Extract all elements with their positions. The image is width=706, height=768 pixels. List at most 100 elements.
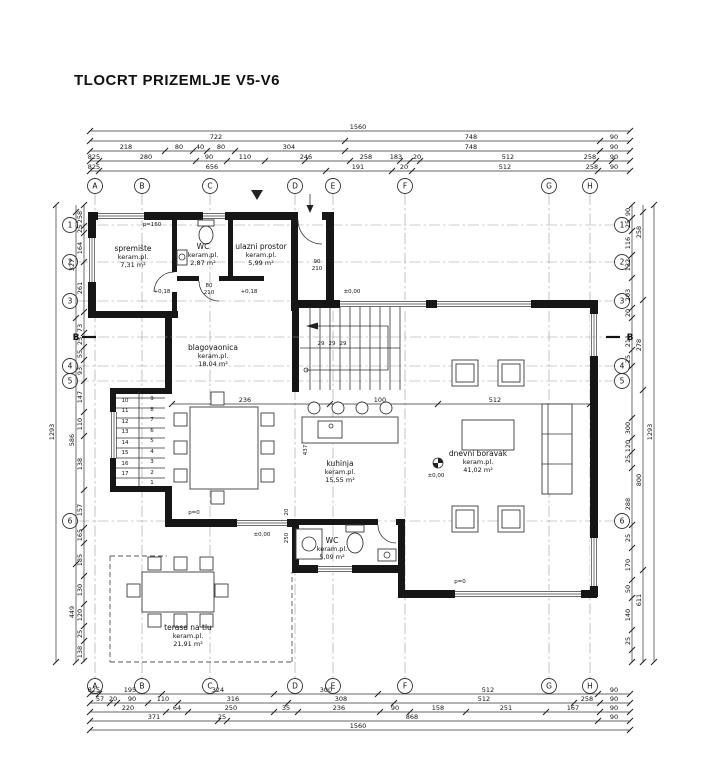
dimension-label: 130 bbox=[76, 584, 84, 596]
dimension-tick bbox=[650, 201, 658, 209]
dimension-label: 40 bbox=[196, 143, 204, 151]
dimension-label: 164 bbox=[76, 242, 84, 254]
interior-dimension: 20 bbox=[284, 508, 290, 515]
dimension-label: 90 bbox=[610, 695, 618, 703]
dimension-tick bbox=[80, 343, 88, 351]
grid-col-marker-G bbox=[541, 678, 557, 694]
room-material-6: keram.pl. bbox=[317, 545, 348, 553]
grid-row-label-5: 5 bbox=[620, 377, 625, 386]
dimension-label: 90 bbox=[128, 695, 136, 703]
dimension-label: 825 bbox=[88, 686, 100, 694]
annotation: 210 bbox=[312, 266, 323, 272]
dimension-label: 20 bbox=[413, 153, 421, 161]
dimension-tick bbox=[594, 690, 602, 698]
level-marker-fill bbox=[433, 463, 438, 468]
shower-drain bbox=[301, 536, 317, 552]
dimension-label: 120 bbox=[76, 609, 84, 621]
dimension-label: 316 bbox=[227, 695, 239, 703]
dimension-label: 278 bbox=[635, 339, 643, 351]
dimension-tick bbox=[95, 157, 103, 165]
room-area-4: 15,55 m² bbox=[325, 476, 355, 484]
grid-col-label-H: H bbox=[587, 682, 593, 691]
dimension-tick bbox=[80, 377, 88, 385]
dimension-tick bbox=[406, 708, 414, 716]
dimension-label: 512 bbox=[478, 695, 490, 703]
wall-segment bbox=[165, 519, 239, 527]
grid-col-label-F: F bbox=[403, 182, 407, 191]
grid-row-label-5: 5 bbox=[68, 377, 73, 386]
stair-step-number: 6 bbox=[150, 428, 154, 434]
dimension-tick bbox=[628, 448, 636, 456]
dimension-label: 258 bbox=[581, 695, 593, 703]
section-label: B bbox=[627, 333, 634, 343]
dimension-label: 258 bbox=[586, 163, 598, 171]
grid-col-label-H: H bbox=[587, 182, 593, 191]
dimension-label: 258 bbox=[635, 226, 643, 238]
wall-segment bbox=[590, 300, 598, 597]
room-name-7: terasa na tlu bbox=[164, 623, 212, 632]
dimension-label: 25 bbox=[624, 355, 632, 363]
tread-dimension: 29 bbox=[329, 341, 336, 347]
dimension-label: 280 bbox=[140, 153, 152, 161]
dimension-tick bbox=[628, 646, 636, 654]
grid-row-label-1: 1 bbox=[68, 221, 73, 230]
dimension-label: 183 bbox=[390, 153, 402, 161]
dimension-tick bbox=[72, 208, 80, 216]
dimension-label: 90 bbox=[610, 143, 618, 151]
dimension-label: 35 bbox=[282, 704, 290, 712]
grid-col-label-F: F bbox=[403, 682, 407, 691]
dimension-label: 203 bbox=[624, 289, 632, 301]
dimension-tick bbox=[626, 137, 634, 145]
dimension-tick bbox=[144, 699, 152, 707]
dimension-tick bbox=[95, 167, 103, 175]
dimension-tick bbox=[52, 658, 60, 666]
grid-col-marker-E bbox=[325, 178, 341, 194]
grid-row-marker-6 bbox=[62, 513, 78, 529]
dimension-label: 195 bbox=[124, 686, 136, 694]
dimension-label: 90 bbox=[610, 686, 618, 694]
dimension-tick bbox=[189, 147, 197, 155]
grid-row-marker-1 bbox=[62, 217, 78, 233]
annotation: 90 bbox=[314, 259, 321, 265]
stair-arrow-head bbox=[306, 322, 318, 330]
wall-segment bbox=[398, 519, 405, 597]
wall-segment bbox=[177, 276, 199, 281]
dimension-tick bbox=[341, 137, 349, 145]
dimension-label: 288 bbox=[624, 498, 632, 510]
grid-col-label-E: E bbox=[331, 182, 336, 191]
annotation: p=160 bbox=[143, 222, 162, 228]
terrace-table bbox=[141, 571, 215, 613]
dimension-label: 258 bbox=[584, 153, 596, 161]
grid-row-label-4: 4 bbox=[620, 362, 625, 371]
wall-segment bbox=[165, 311, 172, 394]
dimension-tick bbox=[570, 699, 578, 707]
dimension-tick bbox=[628, 576, 636, 584]
annotation: ±0,00 bbox=[254, 532, 271, 538]
stair-step-number: 1 bbox=[150, 480, 154, 486]
dimension-tick bbox=[72, 560, 80, 568]
dimension-tick bbox=[628, 201, 636, 209]
dimension-label: 110 bbox=[239, 153, 251, 161]
dimension-tick bbox=[80, 539, 88, 547]
annotation: +0,18 bbox=[241, 289, 258, 295]
stair-step-number: 8 bbox=[150, 407, 154, 413]
dimension-label: 132 bbox=[624, 259, 632, 271]
dimension-tick bbox=[639, 208, 647, 216]
dimension-tick bbox=[626, 726, 634, 734]
dimension-tick bbox=[628, 658, 636, 666]
dimension-label: 50 bbox=[624, 585, 632, 593]
dimension-tick bbox=[639, 658, 647, 666]
dimension-label: 868 bbox=[406, 713, 418, 721]
dimension-label: 611 bbox=[635, 594, 643, 606]
wall-segment bbox=[291, 212, 298, 311]
stair-direction-arrow bbox=[306, 325, 389, 371]
dimension-tick bbox=[406, 157, 414, 165]
dimension-label: 55 bbox=[76, 350, 84, 358]
dimension-tick bbox=[113, 699, 121, 707]
dimension-label: 825 bbox=[88, 153, 100, 161]
dimension-label: 512 bbox=[502, 153, 514, 161]
washbasin bbox=[176, 249, 188, 266]
door-swing bbox=[377, 524, 397, 544]
dimension-tick bbox=[341, 147, 349, 155]
